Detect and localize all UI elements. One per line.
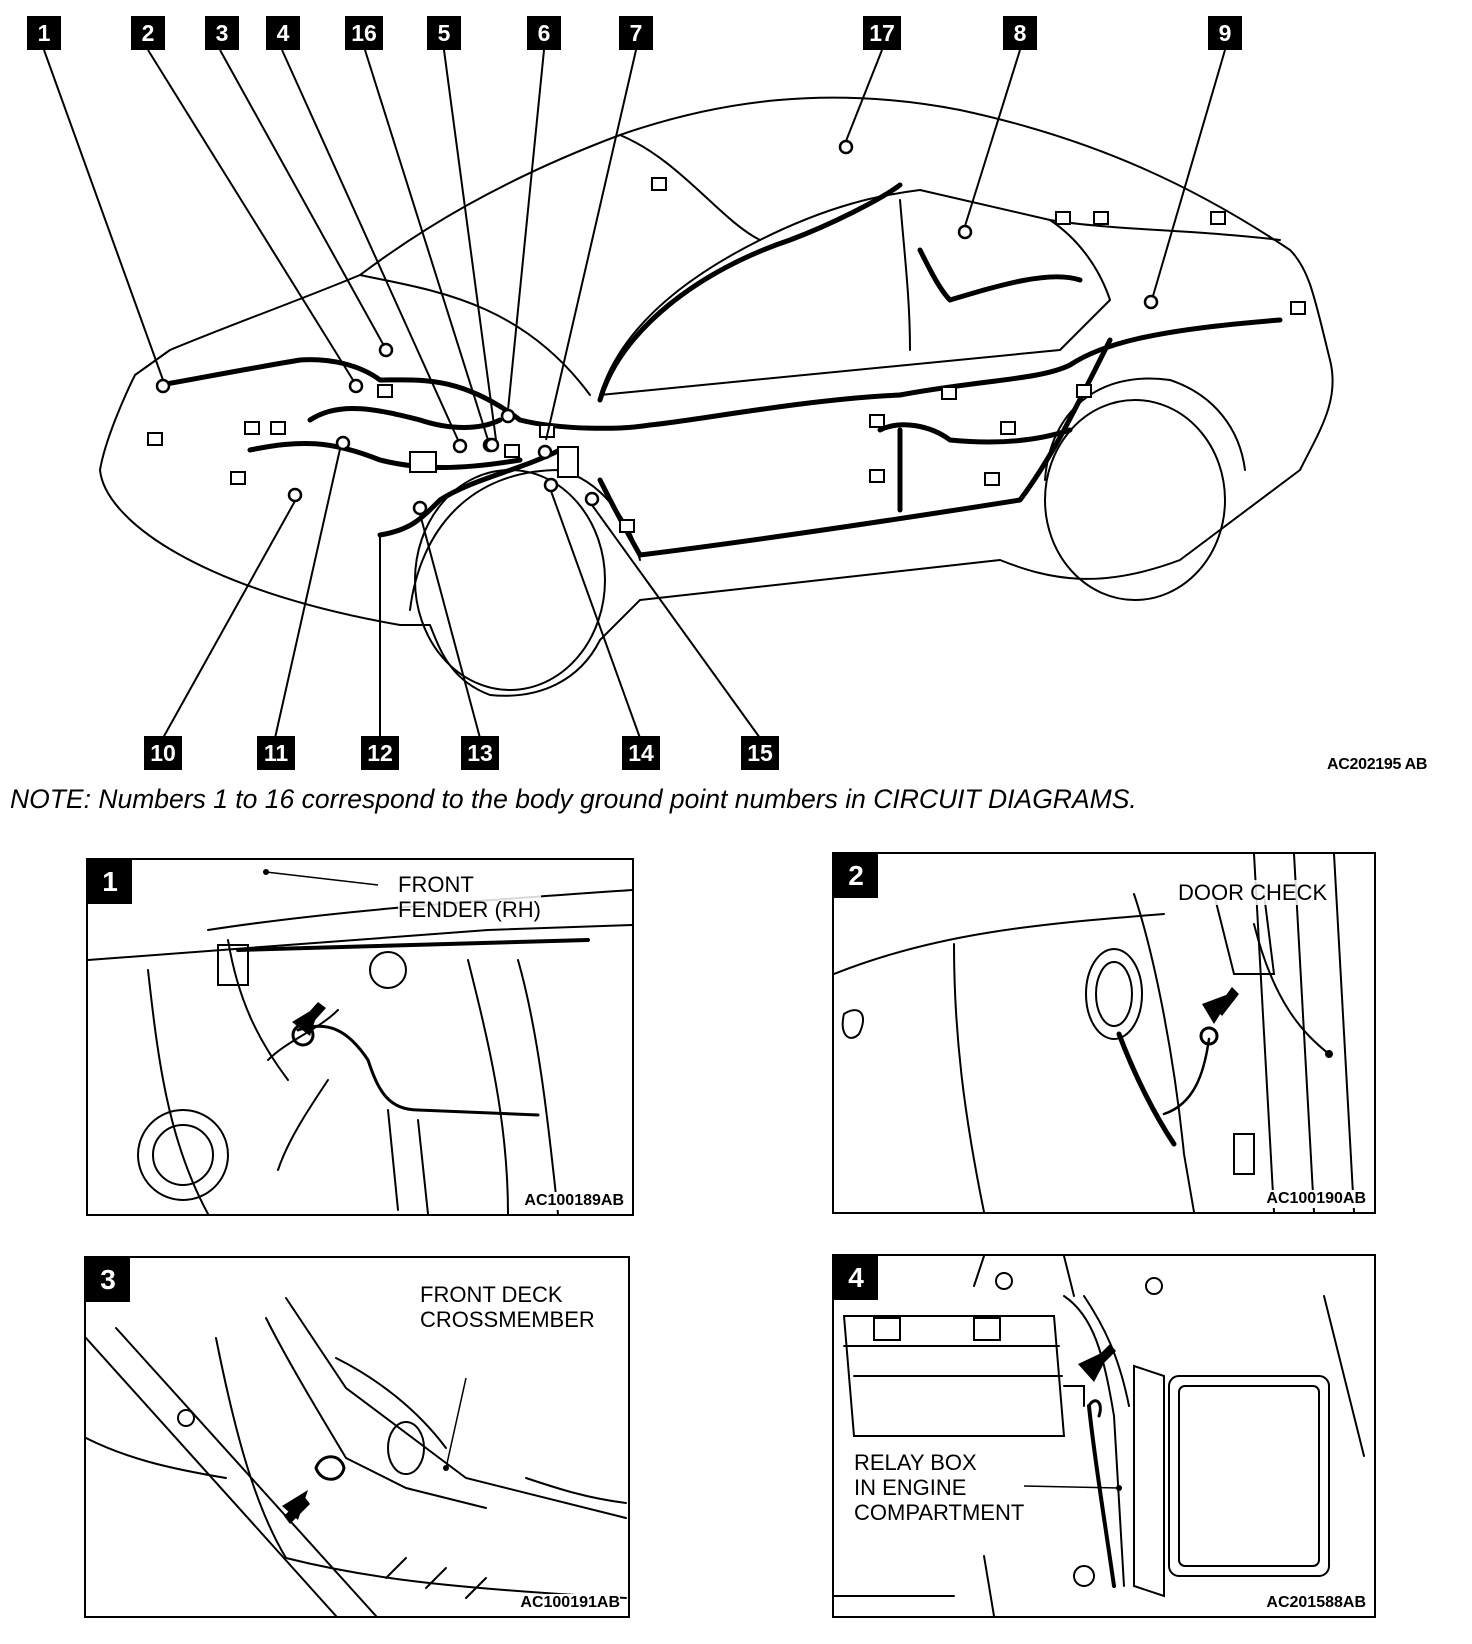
callout-16: 16 [345, 16, 383, 50]
car-windshield [359, 274, 591, 396]
panel-4-number: 4 [834, 1256, 878, 1300]
pointer-arrow-icon [1202, 987, 1239, 1024]
panel-1-label: FRONT FENDER (RH) [398, 872, 541, 922]
callout-4: 4 [266, 16, 300, 50]
callout-13: 13 [461, 736, 499, 770]
wiring-harness [157, 182, 1283, 558]
callout-14: 14 [622, 736, 660, 770]
callout-17: 17 [863, 16, 901, 50]
car-rear-glass [1049, 219, 1281, 241]
panel-4-illustration [834, 1256, 1365, 1616]
car-body-outline [99, 96, 1334, 697]
panel-3-illustration [86, 1297, 627, 1616]
callout-11: 11 [257, 736, 295, 770]
panel-1-number: 1 [88, 860, 132, 904]
pointer-arrow-icon [1078, 1344, 1116, 1382]
panel-3-label: FRONT DECK CROSSMEMBER [420, 1282, 595, 1332]
callout-9: 9 [1208, 16, 1242, 50]
pointer-arrow-icon [292, 1002, 326, 1036]
callout-6: 6 [527, 16, 561, 50]
panel-2-reference: AC100190AB [1266, 1190, 1366, 1208]
callout-5: 5 [427, 16, 461, 50]
detail-panel-4: 4 RELAY BOX IN ENGINE COMPARTMENT AC2015… [832, 1254, 1376, 1618]
detail-panel-2: 2 DOOR CHECK AC100190AB [832, 852, 1376, 1214]
connector-icons [147, 177, 1306, 533]
callout-7: 7 [619, 16, 653, 50]
car-b-pillar [899, 199, 911, 351]
car-roof-outline [599, 189, 1111, 396]
main-diagram-reference: AC202195 AB [1327, 756, 1428, 773]
panel-1-illustration [88, 869, 632, 1214]
rear-wheel [1044, 399, 1226, 601]
panel-2-illustration [834, 854, 1355, 1212]
callout-8: 8 [1003, 16, 1037, 50]
detail-panel-3: 3 FRONT DECK CROSSMEMBER AC100191AB [84, 1256, 630, 1618]
panel-2-label: DOOR CHECK [1178, 880, 1328, 905]
panel-2-number: 2 [834, 854, 878, 898]
panel-1-reference: AC100189AB [524, 1192, 624, 1210]
callout-10: 10 [144, 736, 182, 770]
leader-lines [43, 49, 1226, 739]
pointer-arrow-icon [282, 1490, 310, 1524]
callout-12: 12 [361, 736, 399, 770]
panel-4-label: RELAY BOX IN ENGINE COMPARTMENT [854, 1450, 1025, 1525]
panel-4-reference: AC201588AB [1266, 1594, 1366, 1612]
callout-3: 3 [205, 16, 239, 50]
note-text: NOTE: Numbers 1 to 16 correspond to the … [10, 784, 1137, 814]
callout-1: 1 [27, 16, 61, 50]
callout-2: 2 [131, 16, 165, 50]
ground-point-icons [155, 139, 1159, 516]
callout-15: 15 [741, 736, 779, 770]
vehicle-wiring-diagram [43, 49, 1334, 739]
detail-panel-1: 1 FRONT FENDER (RH) AC100189AB [86, 858, 634, 1216]
panel-3-reference: AC100191AB [520, 1594, 620, 1612]
panel-3-number: 3 [86, 1258, 130, 1302]
